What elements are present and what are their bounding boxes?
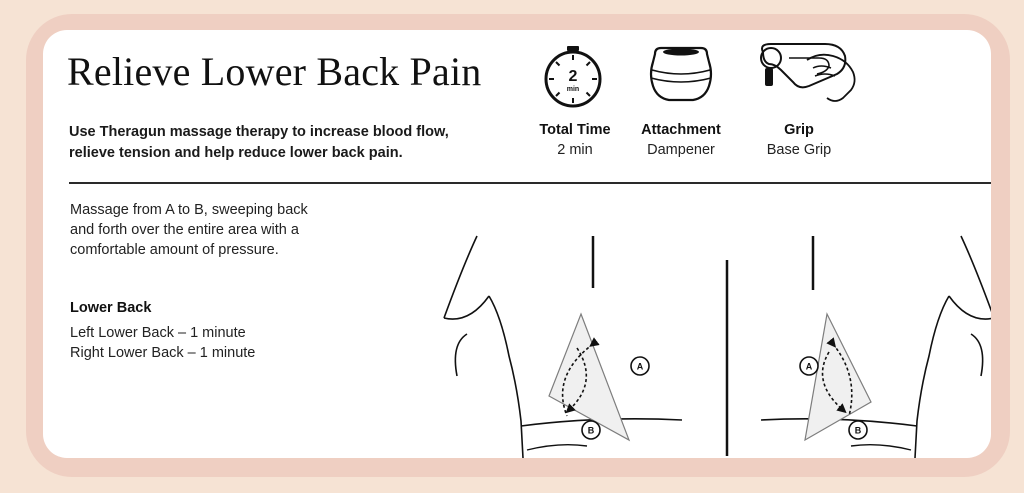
total-time-value: 2 min [557, 142, 593, 158]
intro-line-2: relieve tension and help reduce lower ba… [69, 145, 403, 161]
point-b-left-label: B [588, 426, 595, 436]
base-grip-icon [749, 42, 861, 115]
point-b-right [848, 420, 868, 440]
timer-unit: min [567, 86, 579, 93]
total-time-stat: Total Time 2 min [515, 120, 635, 160]
attachment-label: Attachment [641, 122, 721, 138]
dampener-attachment-icon [647, 44, 715, 109]
intro-text: Use Theragun massage therapy to increase… [69, 122, 519, 164]
instructions-line-3: comfortable amount of pressure. [70, 242, 279, 258]
intro-line-1: Use Theragun massage therapy to increase… [69, 124, 449, 140]
area-item-left: Left Lower Back – 1 minute [70, 325, 246, 341]
grip-stat: Grip Base Grip [743, 120, 855, 160]
point-a-left-label: A [637, 362, 644, 372]
grip-label: Grip [784, 122, 814, 138]
area-list: Left Lower Back – 1 minute Right Lower B… [70, 323, 255, 363]
grip-value: Base Grip [766, 142, 832, 158]
total-time-label: Total Time [539, 122, 611, 138]
instructions-text: Massage from A to B, sweeping back and f… [70, 200, 370, 260]
page-title: Relieve Lower Back Pain [67, 49, 482, 94]
attachment-stat: Attachment Dampener [619, 120, 743, 160]
point-b-left [581, 420, 601, 440]
point-a-right-label: A [806, 362, 813, 372]
timer-number: 2 [569, 68, 578, 85]
area-item-right: Right Lower Back – 1 minute [70, 345, 256, 361]
back-diagrams: A B A B [439, 226, 991, 458]
instructions-line-1: Massage from A to B, sweeping back [70, 202, 308, 218]
right-back-diagram: A B [760, 235, 991, 458]
section-divider [69, 182, 991, 184]
lower-back-card: Relieve Lower Back Pain Use Theragun mas… [43, 30, 991, 458]
point-b-right-label: B [855, 426, 862, 436]
instructions-line-2: and forth over the entire area with a [70, 222, 299, 238]
left-back-diagram: A B [443, 235, 683, 458]
attachment-value: Dampener [647, 142, 715, 158]
timer-icon: 2 min [540, 44, 606, 115]
point-a-left [630, 356, 650, 376]
area-title: Lower Back [70, 300, 152, 316]
point-a-right [799, 356, 819, 376]
